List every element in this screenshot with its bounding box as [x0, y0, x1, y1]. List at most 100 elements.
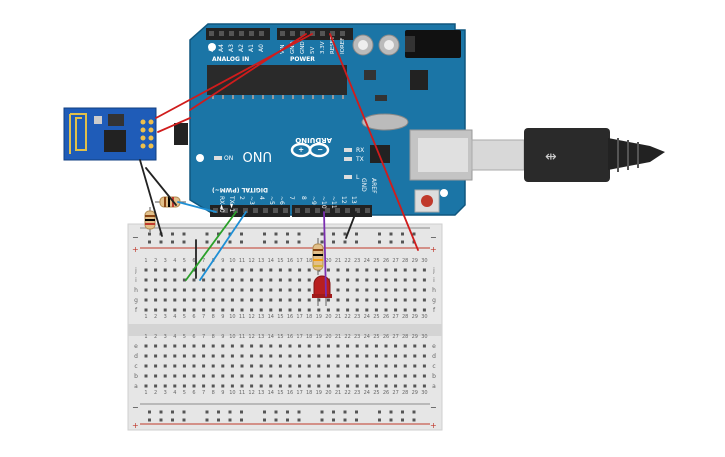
rail-hole[interactable] — [205, 418, 209, 422]
breadboard-hole[interactable] — [192, 308, 196, 312]
rail-hole[interactable] — [148, 240, 151, 244]
breadboard-hole[interactable] — [202, 354, 206, 358]
breadboard-hole[interactable] — [230, 278, 234, 282]
breadboard-hole[interactable] — [192, 298, 196, 302]
breadboard-hole[interactable] — [365, 384, 369, 388]
wire-arduino-gnd[interactable] — [345, 211, 357, 239]
breadboard-hole[interactable] — [307, 384, 311, 388]
breadboard-hole[interactable] — [374, 278, 378, 282]
breadboard-hole[interactable] — [144, 308, 148, 312]
breadboard-hole[interactable] — [230, 344, 234, 348]
breadboard-hole[interactable] — [173, 298, 177, 302]
breadboard-hole[interactable] — [288, 308, 292, 312]
breadboard-hole[interactable] — [278, 344, 282, 348]
rail-hole[interactable] — [274, 410, 278, 414]
breadboard-hole[interactable] — [182, 374, 186, 378]
rail-hole[interactable] — [389, 240, 393, 244]
breadboard-hole[interactable] — [317, 308, 321, 312]
breadboard-hole[interactable] — [384, 308, 388, 312]
rail-hole[interactable] — [343, 418, 347, 422]
rail-hole[interactable] — [343, 240, 347, 244]
rail-hole[interactable] — [297, 410, 301, 414]
breadboard-hole[interactable] — [326, 344, 330, 348]
breadboard-hole[interactable] — [346, 278, 350, 282]
breadboard-hole[interactable] — [221, 344, 225, 348]
breadboard-hole[interactable] — [192, 278, 196, 282]
breadboard-hole[interactable] — [182, 308, 186, 312]
rail-hole[interactable] — [217, 410, 220, 414]
breadboard-hole[interactable] — [346, 364, 350, 368]
breadboard-hole[interactable] — [278, 268, 282, 272]
breadboard-hole[interactable] — [259, 278, 263, 282]
breadboard-hole[interactable] — [365, 308, 369, 312]
breadboard-hole[interactable] — [240, 384, 244, 388]
rail-hole[interactable] — [355, 410, 358, 414]
breadboard-hole[interactable] — [202, 308, 206, 312]
breadboard-hole[interactable] — [221, 308, 225, 312]
rail-hole[interactable] — [332, 240, 335, 244]
rail-hole[interactable] — [355, 240, 358, 244]
rail-hole[interactable] — [217, 240, 220, 244]
rail-hole[interactable] — [228, 240, 232, 244]
breadboard-hole[interactable] — [192, 354, 196, 358]
rail-hole[interactable] — [148, 232, 151, 236]
breadboard-hole[interactable] — [413, 308, 417, 312]
wire-rx[interactable] — [185, 211, 237, 281]
breadboard-hole[interactable] — [221, 288, 225, 292]
breadboard-hole[interactable] — [221, 278, 225, 282]
breadboard-hole[interactable] — [240, 298, 244, 302]
breadboard-hole[interactable] — [173, 288, 177, 292]
breadboard-hole[interactable] — [202, 344, 206, 348]
breadboard-hole[interactable] — [346, 354, 350, 358]
breadboard-hole[interactable] — [374, 384, 378, 388]
breadboard-hole[interactable] — [269, 268, 273, 272]
rail-hole[interactable] — [320, 418, 324, 422]
wire-led-signal[interactable] — [323, 211, 327, 297]
rail-hole[interactable] — [240, 410, 243, 414]
breadboard-hole[interactable] — [250, 354, 254, 358]
rail-hole[interactable] — [171, 232, 174, 236]
breadboard-hole[interactable] — [240, 374, 244, 378]
breadboard-hole[interactable] — [346, 298, 350, 302]
breadboard-hole[interactable] — [144, 268, 148, 272]
breadboard-hole[interactable] — [173, 268, 177, 272]
rail-hole[interactable] — [274, 232, 278, 236]
rail-hole[interactable] — [378, 410, 381, 414]
breadboard-hole[interactable] — [413, 344, 417, 348]
breadboard-hole[interactable] — [259, 354, 263, 358]
breadboard-hole[interactable] — [259, 288, 263, 292]
breadboard-hole[interactable] — [403, 374, 407, 378]
rail-hole[interactable] — [263, 418, 266, 422]
breadboard-hole[interactable] — [394, 308, 398, 312]
usb-cable[interactable]: ⇹ — [471, 128, 665, 182]
breadboard-hole[interactable] — [173, 278, 177, 282]
wire-esp-rx-blue[interactable] — [177, 201, 217, 213]
breadboard-hole[interactable] — [365, 268, 369, 272]
breadboard-hole[interactable] — [259, 374, 263, 378]
wire-esp-tx[interactable] — [145, 167, 177, 206]
breadboard-hole[interactable] — [202, 288, 206, 292]
breadboard-hole[interactable] — [422, 384, 426, 388]
breadboard-hole[interactable] — [259, 384, 263, 388]
breadboard-hole[interactable] — [403, 384, 407, 388]
resistor-led[interactable] — [312, 238, 324, 275]
breadboard-hole[interactable] — [230, 298, 234, 302]
breadboard-hole[interactable] — [211, 344, 215, 348]
breadboard-hole[interactable] — [336, 288, 340, 292]
rail-hole[interactable] — [274, 418, 278, 422]
breadboard-hole[interactable] — [374, 308, 378, 312]
rail-hole[interactable] — [297, 418, 301, 422]
breadboard-hole[interactable] — [384, 268, 388, 272]
breadboard-hole[interactable] — [240, 278, 244, 282]
breadboard-hole[interactable] — [154, 384, 158, 388]
breadboard-hole[interactable] — [403, 268, 407, 272]
breadboard-hole[interactable] — [211, 288, 215, 292]
breadboard-hole[interactable] — [144, 384, 148, 388]
breadboard-hole[interactable] — [269, 344, 273, 348]
breadboard-hole[interactable] — [144, 374, 148, 378]
breadboard-hole[interactable] — [192, 344, 196, 348]
breadboard-hole[interactable] — [163, 308, 167, 312]
breadboard-hole[interactable] — [269, 384, 273, 388]
breadboard-hole[interactable] — [240, 288, 244, 292]
rail-hole[interactable] — [263, 232, 266, 236]
